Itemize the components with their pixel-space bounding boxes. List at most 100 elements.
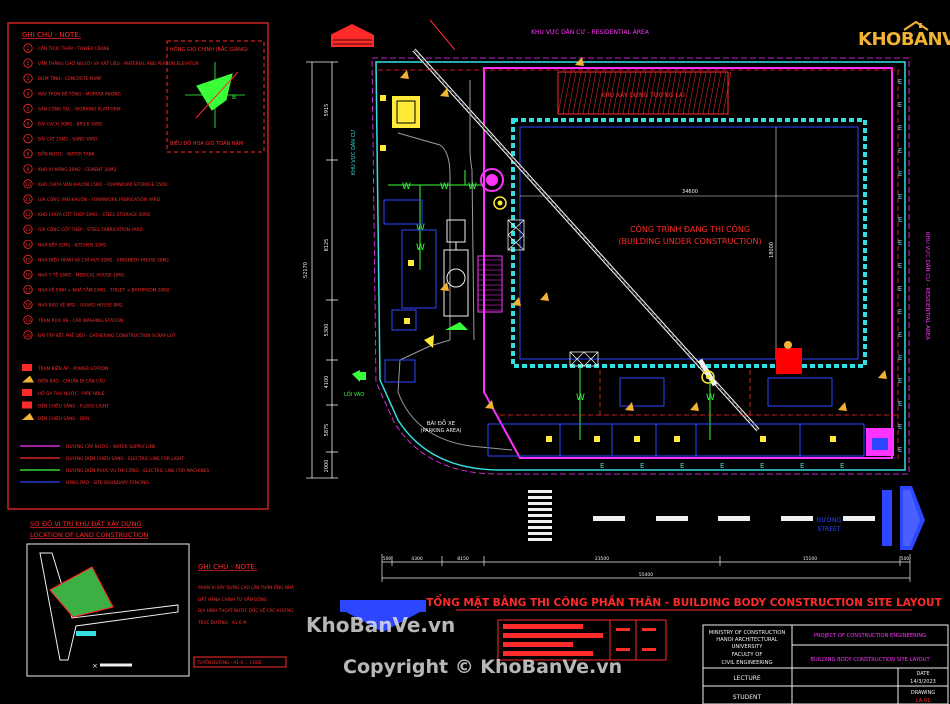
fence-mark: E <box>800 462 804 470</box>
fence-mark: E <box>898 400 902 408</box>
hatch-line <box>627 71 637 115</box>
legend-number-icon <box>23 269 33 280</box>
tb-project: PROJECT OF CONSTRUCTION ENGINEERING <box>814 633 926 639</box>
zebra-stripe <box>528 532 552 535</box>
wind-rose-caption: BIỂU ĐỒ HOA GIÓ TOÀN NĂM <box>170 138 243 147</box>
flood-light-icon <box>575 57 584 66</box>
legend-number-icon <box>23 300 33 310</box>
legend-number-icon <box>23 43 33 53</box>
tb-drawing-no: LA-01 <box>916 698 930 704</box>
wind-rose-title: HỒNG GIÓ CHÍNH (BẮC GIANG) <box>170 44 248 53</box>
legend-line: ĐƯỜNG ĐIỆN CHIẾU SÁNG - ELECTRIC LINE FO… <box>66 454 184 462</box>
legend-number: 16 <box>25 273 31 279</box>
legend-symbol-icon <box>22 375 34 383</box>
water-line-mark: W <box>402 182 411 192</box>
legend-number-icon <box>23 58 33 68</box>
concrete-pump <box>480 168 504 192</box>
note2-line: PHẠM VI XÂY DỰNG CAO LẦN THÂN ỐNG NHÀ <box>198 585 294 590</box>
lamp-icon <box>546 436 552 442</box>
drawing-title: TỔNG MẶT BẰNG THI CÔNG PHẦN THÂN - BUILD… <box>426 594 942 609</box>
fence-mark: E <box>898 446 902 454</box>
hatch-line <box>712 71 722 115</box>
hatch-line <box>557 71 567 115</box>
lamp-icon <box>404 318 410 324</box>
legend-number: 1 <box>27 46 30 52</box>
tb-faculty: CIVIL ENGINEERING <box>722 660 773 666</box>
dim-building-height: 18000 <box>769 242 775 258</box>
flood-lights <box>380 57 887 442</box>
legend-item: BÃI TẬP KẾT PHẾ LIỆU - GATHERING CONSTRU… <box>38 331 176 339</box>
hatch-line <box>637 71 647 115</box>
dim-building-width: 34600 <box>682 189 698 195</box>
hatch-line <box>692 71 702 115</box>
legend-title: GHI CHÚ - NOTE: <box>22 30 81 39</box>
fence-mark: E <box>680 462 684 470</box>
flood-light-icon <box>440 282 449 291</box>
tb-lecture: LECTURE <box>733 675 761 682</box>
water-tank <box>493 196 507 210</box>
svg-text:B: B <box>232 94 236 101</box>
hatch-line <box>687 71 697 115</box>
water-line-mark: W <box>416 243 425 253</box>
tb-faculty: FACULTY OF <box>732 652 763 658</box>
building-label-en: (BUILDING UNDER CONSTRUCTION) <box>618 237 761 246</box>
fence-mark: E <box>898 285 902 293</box>
lane-dash <box>593 516 625 521</box>
legend-number: 15 <box>25 257 31 263</box>
flood-light-icon <box>440 88 449 97</box>
legend-number-icon <box>23 73 33 83</box>
zebra-stripe <box>528 496 552 499</box>
lamp-icon <box>760 436 766 442</box>
zebra-stripe <box>528 508 552 511</box>
legend-number-icon <box>23 330 33 340</box>
legend-item: CẦN TRỤC THÁP - TOWER CRANE <box>38 44 110 52</box>
legend-number: 4 <box>27 91 30 97</box>
street: ĐƯỜNG STREET <box>528 486 925 550</box>
dim-left-part: 5875 <box>324 424 330 437</box>
legend-item: TRẠM RỬA XE - CAR WASHING STATION <box>37 316 123 324</box>
logo-text: KHOBANVE <box>858 29 950 50</box>
location-title-en: LOCATION OF LAND CONSTRUCTION <box>30 531 148 539</box>
facility-blocks <box>383 199 865 457</box>
legend-number: 10 <box>25 182 31 188</box>
fence-mark: E <box>898 377 902 385</box>
dim-bottom-part: 500 <box>901 556 910 562</box>
tb-drawing-label: DRAWING <box>911 690 935 696</box>
legend-item: KHO XI MĂNG 20M2 - CEMENT 20M2 <box>38 166 117 173</box>
entry-arrow <box>352 370 366 382</box>
legend-number-icon <box>23 209 33 219</box>
hatch-line <box>617 71 627 115</box>
legend-number: 17 <box>25 288 31 294</box>
legend-number-icon <box>23 134 33 144</box>
legend-item: GIA CÔNG VÁN KHUÔN - FORMWORK FABRICATIO… <box>38 196 161 203</box>
legend-number-icon <box>23 284 33 295</box>
legend-number: 2 <box>27 61 30 67</box>
legend-number: 18 <box>25 303 31 309</box>
zebra-stripe <box>528 514 552 517</box>
legend-number-icon <box>23 118 33 129</box>
zebra-crossing <box>528 490 552 541</box>
north-label: KHU VỰC DÂN CƯ - RESIDENTIAL AREA <box>531 29 650 36</box>
legend-item: BỒN NƯỚC - WATER TANK <box>38 149 95 158</box>
fence-mark: E <box>760 462 764 470</box>
lane-dash <box>843 516 875 521</box>
hatched-future-block <box>557 71 732 115</box>
lamp-icon <box>380 95 386 101</box>
hatch-line <box>622 71 632 115</box>
water-line-mark: W <box>706 393 715 403</box>
fence-mark: E <box>898 262 902 270</box>
legend-number: 9 <box>27 167 30 173</box>
dim-bottom-part: 4300 <box>411 556 423 562</box>
parking-label-en: (PARKING AREA) <box>421 428 462 434</box>
legend-line: ĐƯỜNG CẤP NƯỚC - WATER SUPPLY LINE <box>66 442 156 450</box>
dim-bottom-part: 8150 <box>457 556 469 562</box>
north-arrow-block <box>340 600 426 632</box>
legend-line: HÀNG RÀO - SITE BOUNDARY FENCING <box>66 479 149 486</box>
flood-light-icon <box>878 370 887 379</box>
hatch-line <box>717 71 727 115</box>
zebra-stripe <box>528 490 552 493</box>
water-line-mark: W <box>468 182 477 192</box>
